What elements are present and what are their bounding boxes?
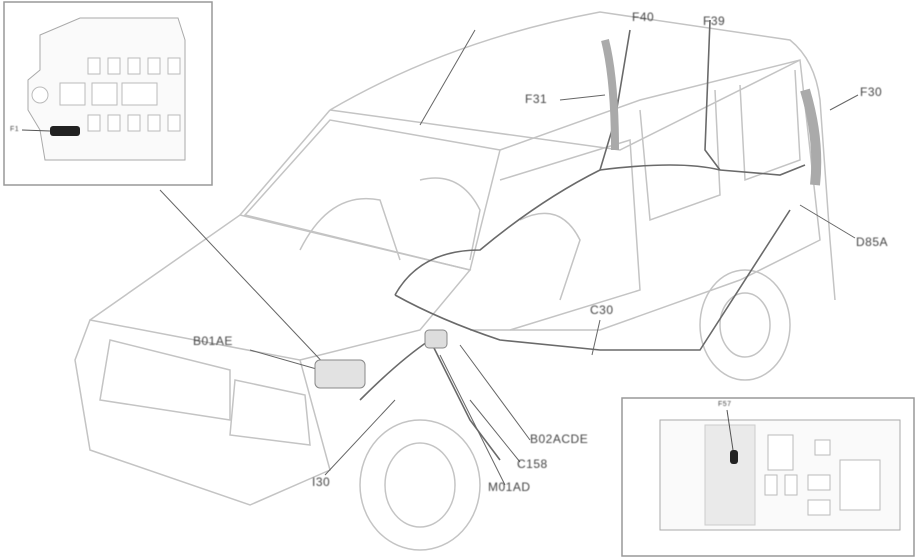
label-f40: F40 bbox=[632, 10, 655, 24]
inset-fuse-box-right bbox=[621, 397, 915, 557]
inset-fuse-box-left bbox=[3, 1, 213, 186]
label-b02acde: B02ACDE bbox=[530, 432, 589, 446]
wiring-harness bbox=[359, 19, 806, 461]
component-b02acde bbox=[424, 329, 448, 349]
label-b01ae: B01AE bbox=[193, 334, 233, 348]
label-f39: F39 bbox=[703, 14, 726, 28]
component-b01ae bbox=[314, 359, 366, 389]
label-inset-right-fuse: F57 bbox=[718, 401, 732, 408]
label-inset-left-fuse: F1 bbox=[10, 126, 20, 133]
fuse-f31-pillar bbox=[601, 39, 619, 151]
leader-lines bbox=[159, 29, 859, 486]
label-m01ad: M01AD bbox=[488, 480, 531, 494]
label-i30: I30 bbox=[312, 475, 331, 489]
label-f31: F31 bbox=[525, 92, 548, 106]
tail-light-f30 bbox=[800, 88, 822, 186]
label-f30: F30 bbox=[860, 85, 883, 99]
label-c30: C30 bbox=[590, 303, 614, 317]
fuse-highlight bbox=[730, 450, 738, 464]
label-d85a: D85A bbox=[856, 235, 889, 249]
label-c158: C158 bbox=[517, 457, 548, 471]
fuse-highlight bbox=[50, 126, 80, 136]
